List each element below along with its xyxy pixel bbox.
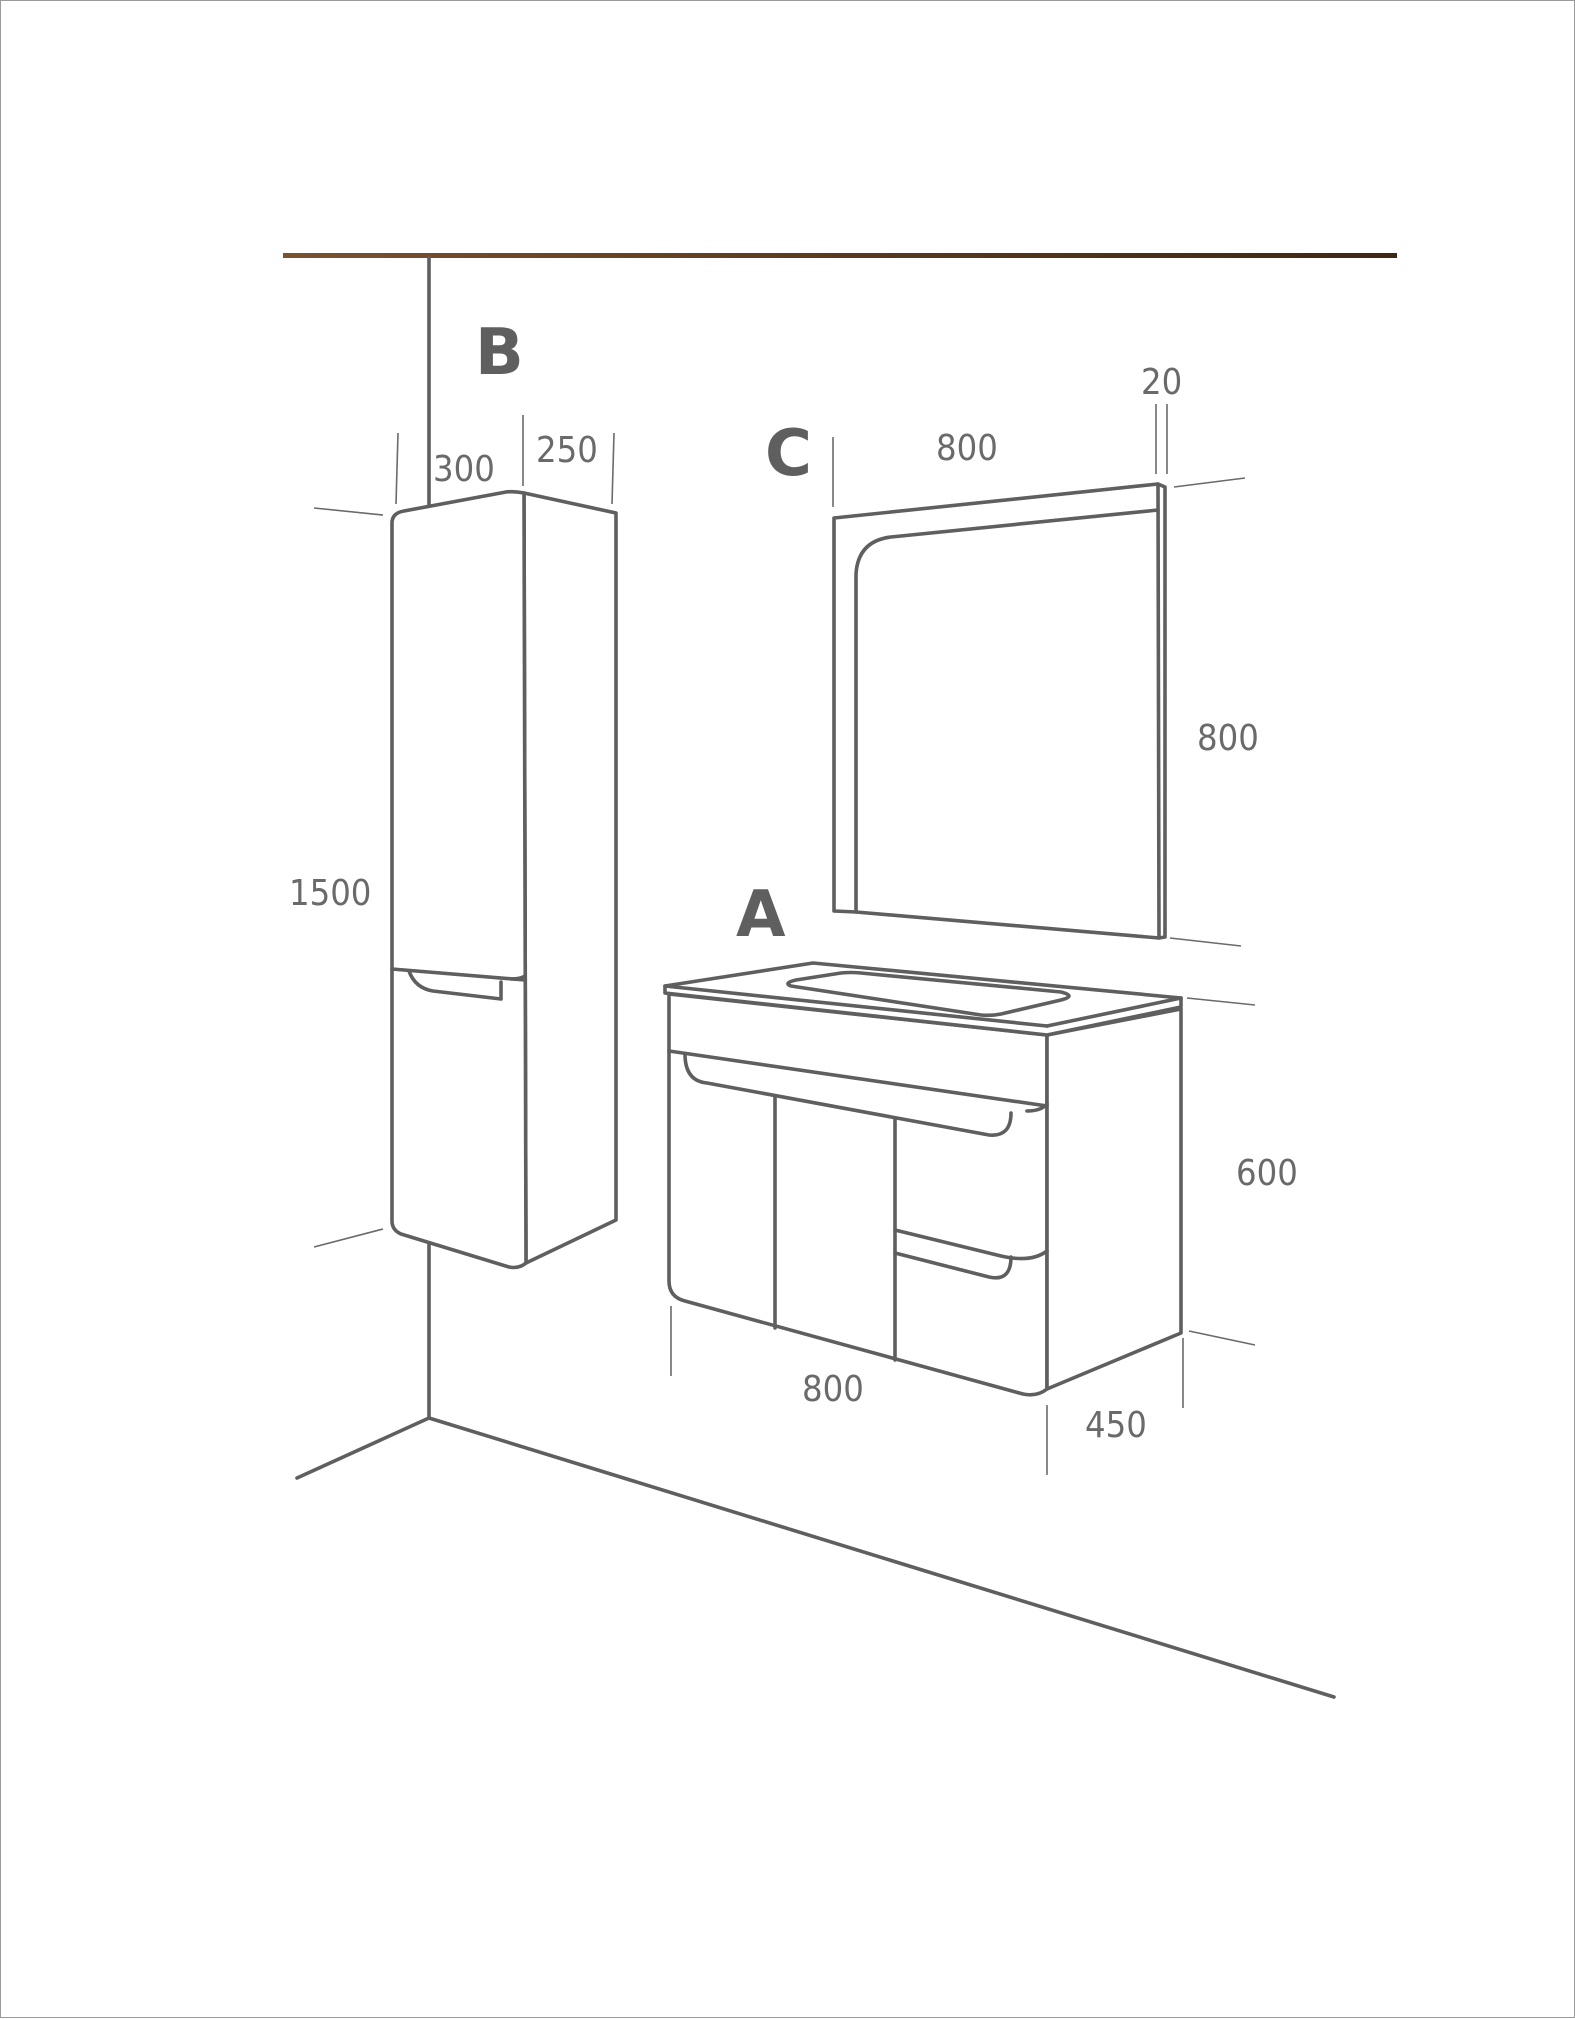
mirror-depth-dim: 20	[1141, 362, 1182, 403]
cabinet-label: B	[475, 316, 524, 390]
mirror-label: C	[765, 417, 812, 491]
vanity-dimension-lines	[670, 997, 1256, 1475]
mirror	[832, 482, 1167, 940]
cabinet-width-dim: 300	[433, 449, 495, 490]
vanity-unit	[663, 961, 1183, 1397]
vanity-depth-dim: 450	[1085, 1405, 1147, 1446]
cabinet-depth-dim: 250	[536, 430, 598, 471]
vanity-height-dim: 600	[1236, 1153, 1298, 1194]
mirror-dimension-lines	[832, 404, 1246, 947]
vanity-label: A	[736, 878, 786, 952]
cabinet-height-dim: 1500	[289, 873, 371, 914]
vanity-width-dim: 800	[802, 1369, 864, 1410]
cabinet-dimension-lines	[313, 415, 615, 1248]
tall-cabinet	[390, 489, 618, 1270]
mirror-height-dim: 800	[1197, 718, 1259, 759]
ceiling-line	[283, 253, 1397, 258]
mirror-width-dim: 800	[936, 428, 998, 469]
